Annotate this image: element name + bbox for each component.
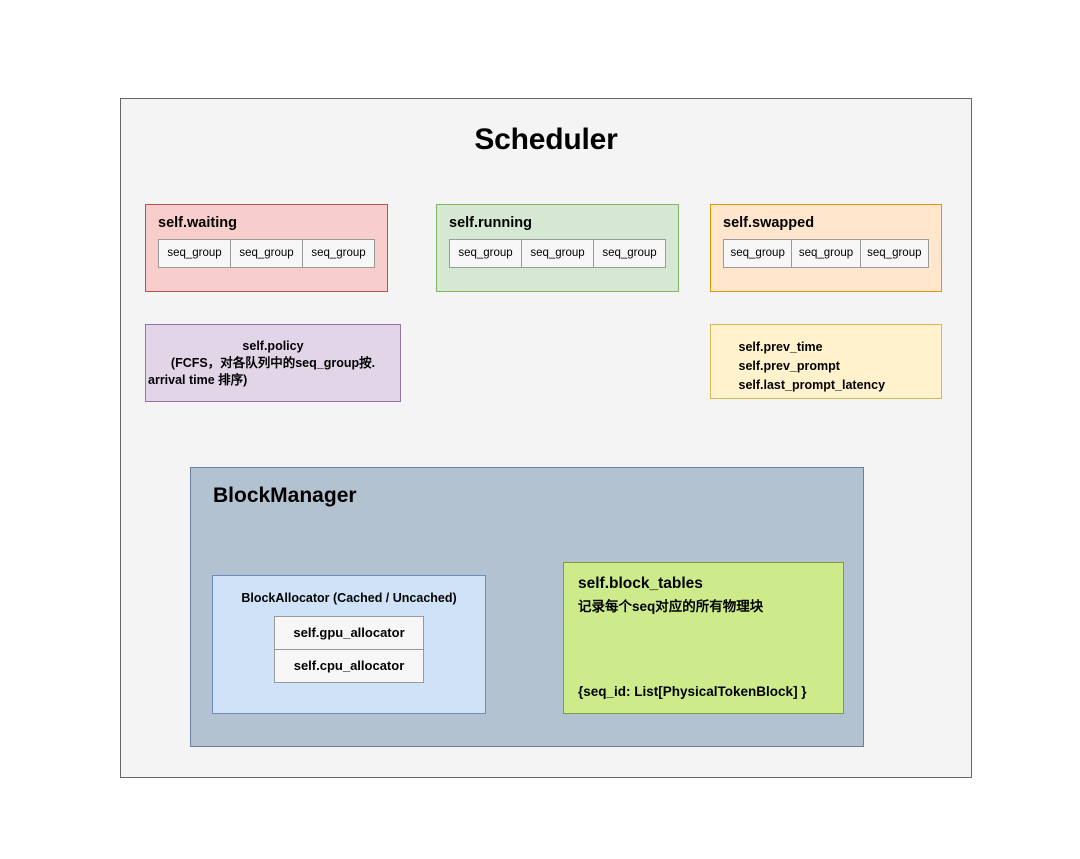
- allocator-cpu: self.cpu_allocator: [293, 658, 405, 673]
- queue-title-swapped: self.swapped: [723, 215, 815, 231]
- seq-group-cell: seq_group: [450, 240, 522, 267]
- scheduler-container: Scheduler self.waiting seq_group seq_gro…: [120, 98, 972, 778]
- block-tables-description: 记录每个seq对应的所有物理块: [578, 599, 764, 614]
- scheduler-title: Scheduler: [474, 123, 618, 156]
- allocator-gpu: self.gpu_allocator: [275, 617, 423, 650]
- seq-group-cell: seq_group: [724, 240, 793, 267]
- block-tables-title: self.block_tables: [578, 575, 703, 592]
- seq-group-row-waiting: seq_group seq_group seq_group: [158, 239, 375, 268]
- seq-group-row-swapped: seq_group seq_group seq_group: [723, 239, 929, 268]
- policy-box: self.policy (FCFS，对各队列中的seq_group按. arri…: [145, 324, 401, 402]
- block-manager-title: BlockManager: [213, 484, 357, 507]
- queue-box-waiting: self.waiting seq_group seq_group seq_gro…: [145, 204, 388, 292]
- seq-group-cell: seq_group: [602, 247, 657, 259]
- timing-attributes-box: self.prev_time self.prev_prompt self.las…: [710, 324, 942, 399]
- queue-box-swapped: self.swapped seq_group seq_group seq_gro…: [710, 204, 942, 292]
- block-allocator-box: BlockAllocator (Cached / Uncached) self.…: [212, 575, 486, 714]
- seq-group-cell: seq_group: [159, 240, 231, 267]
- seq-group-cell: seq_group: [792, 240, 861, 267]
- block-allocator-title: BlockAllocator (Cached / Uncached): [241, 591, 457, 605]
- allocator-list: self.gpu_allocator self.cpu_allocator: [274, 616, 424, 683]
- seq-group-cell: seq_group: [231, 240, 303, 267]
- seq-group-row-running: seq_group seq_group seq_group: [449, 239, 666, 268]
- seq-group-cell: seq_group: [311, 247, 366, 259]
- policy-description-line-2: arrival time 排序): [148, 372, 248, 387]
- block-tables-schema: {seq_id: List[PhysicalTokenBlock] }: [578, 684, 807, 699]
- queue-title-waiting: self.waiting: [158, 215, 237, 231]
- timing-attr-last-prompt-latency: self.last_prompt_latency: [738, 377, 886, 392]
- timing-attr-prev-time: self.prev_time: [738, 340, 823, 354]
- seq-group-cell: seq_group: [522, 240, 594, 267]
- block-manager-box: BlockManager BlockAllocator (Cached / Un…: [190, 467, 864, 747]
- queue-box-running: self.running seq_group seq_group seq_gro…: [436, 204, 679, 292]
- seq-group-cell: seq_group: [867, 247, 922, 259]
- timing-attr-prev-prompt: self.prev_prompt: [738, 358, 840, 373]
- block-tables-box: self.block_tables 记录每个seq对应的所有物理块 {seq_i…: [563, 562, 844, 714]
- policy-description-line-1: (FCFS，对各队列中的seq_group按.: [170, 355, 376, 370]
- policy-title: self.policy: [242, 339, 304, 353]
- queue-title-running: self.running: [449, 215, 532, 231]
